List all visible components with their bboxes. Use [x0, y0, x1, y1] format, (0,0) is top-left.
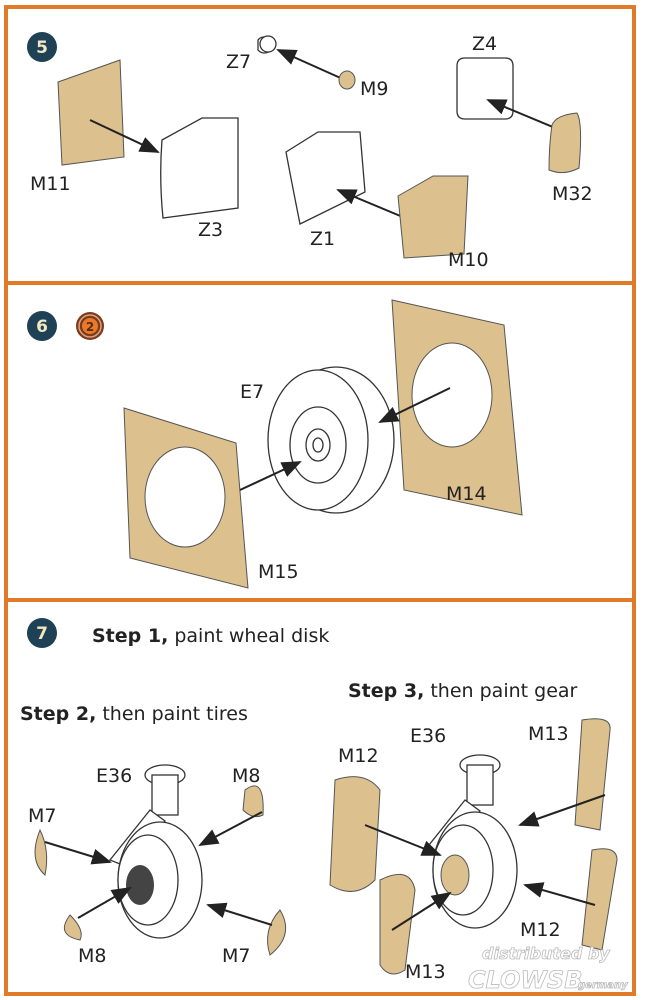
svg-text:7: 7 [36, 624, 48, 644]
part-m12-left [329, 776, 381, 892]
part-m10 [397, 175, 469, 259]
svg-text:M32: M32 [552, 183, 593, 205]
svg-text:M13: M13 [528, 723, 569, 745]
svg-text:E7: E7 [240, 381, 264, 403]
step-6-badge: 6 [27, 311, 57, 341]
svg-text:M8: M8 [78, 945, 106, 967]
part-m13-bottom [379, 873, 416, 975]
part-e7-wheel [267, 366, 395, 514]
gear-right [423, 754, 518, 929]
svg-text:M15: M15 [258, 561, 299, 583]
svg-text:CLOWSB: CLOWSB [468, 966, 583, 994]
svg-text:germany: germany [578, 980, 628, 991]
part-m13-top [574, 718, 611, 831]
part-m11 [57, 59, 125, 166]
part-z4 [456, 57, 514, 120]
repeat-2x-icon: 2 [76, 312, 104, 340]
svg-text:Z1: Z1 [310, 228, 335, 250]
svg-text:M13: M13 [405, 961, 446, 983]
svg-text:Z7: Z7 [226, 51, 251, 73]
watermark-logo: distributed by CLOWSB germany [468, 944, 629, 995]
svg-text:distributed by: distributed by [482, 944, 610, 963]
svg-text:E36: E36 [96, 765, 132, 787]
svg-text:Z3: Z3 [198, 219, 223, 241]
svg-text:E36: E36 [410, 725, 446, 747]
step-1-text: Step 1, paint wheal disk [92, 625, 329, 647]
part-m9 [338, 70, 356, 90]
svg-text:2: 2 [86, 320, 94, 334]
svg-text:M8: M8 [232, 765, 260, 787]
part-m8-top [242, 785, 264, 818]
part-z3 [160, 117, 239, 219]
svg-text:M14: M14 [446, 483, 487, 505]
step-5-badge: 5 [27, 32, 57, 62]
part-m32 [548, 112, 582, 174]
svg-text:6: 6 [36, 317, 48, 337]
part-m7-left [34, 828, 48, 876]
step-2-text: Step 2, then paint tires [20, 703, 248, 725]
step-7-badge: 7 [27, 618, 57, 648]
svg-text:M7: M7 [222, 945, 250, 967]
step-7-panel [4, 598, 636, 996]
svg-text:M10: M10 [448, 249, 489, 271]
svg-text:M12: M12 [338, 745, 379, 767]
svg-text:5: 5 [36, 38, 48, 58]
svg-text:M12: M12 [520, 919, 561, 941]
part-m12-right [581, 848, 618, 951]
svg-text:Z4: Z4 [472, 33, 497, 55]
step-3-text: Step 3, then paint gear [348, 680, 578, 702]
part-m7-right [267, 909, 287, 956]
svg-text:M9: M9 [360, 78, 388, 100]
part-m8-bottom [63, 914, 82, 941]
gear-left [108, 764, 203, 939]
svg-text:M7: M7 [28, 805, 56, 827]
svg-text:M11: M11 [30, 173, 71, 195]
part-z1 [285, 131, 366, 225]
